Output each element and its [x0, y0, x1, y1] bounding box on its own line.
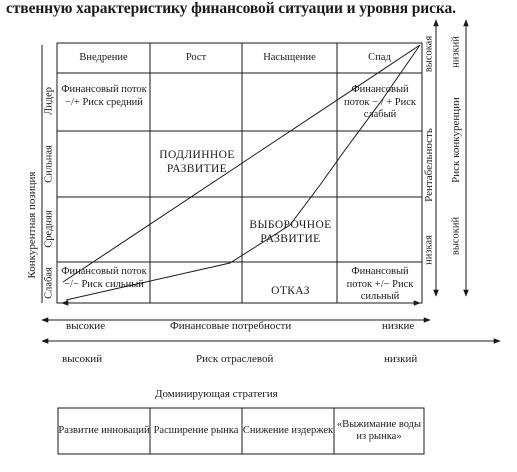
diagonal-upper	[62, 44, 421, 283]
competition-risk-high-label: высокий	[450, 216, 462, 256]
cell-leader-intro: Финансовый поток −/+ Риск средний	[61, 84, 147, 108]
profitability-label: Рентабельность	[423, 128, 435, 202]
zone-refusal: ОТКАЗ	[271, 285, 310, 297]
position-label-leader: Лидер	[43, 87, 55, 115]
industry-risk-high: высокий	[62, 353, 103, 365]
financial-needs-high: высокие	[66, 320, 106, 332]
strategy-cost-reduction: Снижение издержек	[242, 424, 334, 436]
stage-header-intro: Внедрение	[79, 52, 128, 63]
cell-weak-decline: Финансовый поток +/− Риск сильный	[346, 266, 414, 302]
stage-header-growth: Рост	[185, 52, 207, 63]
industry-risk-low: низкий	[384, 353, 418, 365]
strategy-market-squeeze: «Выжимание воды из рынка»	[336, 418, 422, 443]
position-label-medium: Средняя	[43, 210, 55, 248]
intro-text: ственную характеристику финансовой ситуа…	[6, 0, 456, 17]
competition-risk-label: Риск конкуренции	[450, 97, 462, 183]
position-label-strong: Сильная	[43, 145, 55, 183]
cell-leader-decline: Финансовый поток − / + Риск слабый	[343, 84, 416, 120]
profitability-low-label: низкая	[423, 235, 435, 265]
strategy-innovation: Развитие инноваций	[58, 424, 150, 436]
financial-needs-low: низкие	[382, 320, 415, 332]
cell-weak-intro: Финансовый поток −/− Риск сильный	[61, 266, 147, 290]
strategy-market-expansion: Расширение рынка	[153, 424, 239, 436]
matrix-frame	[56, 42, 423, 304]
industry-risk-label: Риск отраслевой	[196, 353, 274, 365]
stage-header-decline: Спад	[368, 52, 391, 63]
competitive-position-label: Конкурентная позиция	[26, 171, 38, 279]
strategy-title: Доминирующая стратегия	[155, 388, 278, 400]
zone-selective-development: ВЫБОРОЧНОЕ РАЗВИТИЕ	[249, 219, 332, 245]
financial-needs-label: Финансовые потребности	[170, 320, 292, 332]
stage-header-maturity: Насыщение	[263, 52, 316, 63]
zone-genuine-development: ПОДЛИННОЕ РАЗВИТИЕ	[159, 149, 235, 175]
position-label-weak: Слабая	[43, 267, 55, 299]
diagonal-lower	[65, 44, 421, 301]
strategy-frame	[57, 407, 425, 455]
profitability-high-label: высокая	[423, 35, 435, 73]
competition-risk-low-label: низкий	[450, 36, 462, 68]
